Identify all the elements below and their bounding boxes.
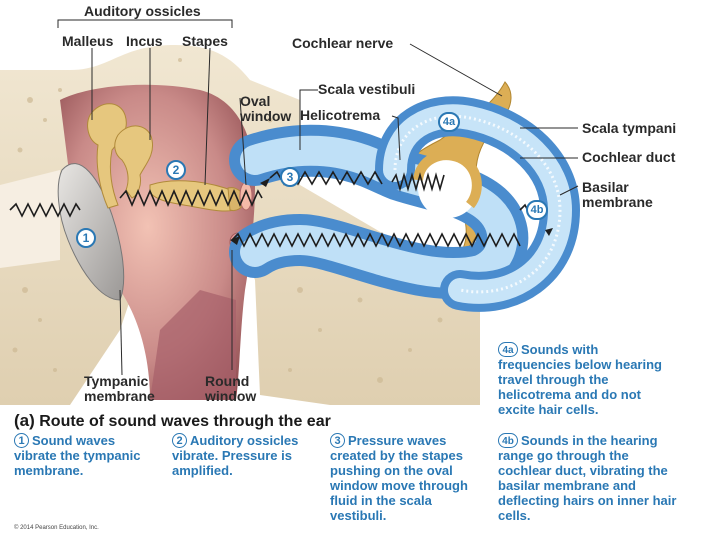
step-2-line3: amplified. (172, 463, 332, 478)
part-title-letter: (a) (14, 411, 35, 430)
label-round-window-line1: Round (205, 374, 256, 389)
step-1-line3: membrane. (14, 463, 174, 478)
step-4a-line3: travel through the (498, 372, 713, 387)
step-2-line1: Auditory ossicles (190, 433, 298, 448)
step-4b-number: 4b (498, 433, 518, 448)
step-4a-line1: Sounds with (521, 342, 598, 357)
ear-canal (0, 170, 60, 268)
step-4b-line4: basilar membrane and (498, 478, 716, 493)
step-3-line3: pushing on the oval (330, 463, 495, 478)
label-scala-tympani: Scala tympani (582, 121, 676, 136)
marker-step-2: 2 (166, 160, 186, 180)
label-round-window: Round window (205, 374, 256, 404)
step-4b-line6: cells. (498, 508, 716, 523)
step-1-line2: vibrate the tympanic (14, 448, 174, 463)
step-3-number: 3 (330, 433, 345, 448)
step-4b-line1: Sounds in the hearing (521, 433, 658, 448)
oval-window-shape (240, 182, 252, 210)
label-tympanic-line1: Tympanic (84, 374, 155, 389)
part-title: (a) Route of sound waves through the ear (14, 411, 331, 431)
label-round-window-line2: window (205, 389, 256, 404)
label-helicotrema: Helicotrema (300, 108, 380, 123)
marker-step-4b: 4b (526, 200, 548, 220)
label-incus: Incus (126, 34, 163, 49)
label-auditory-ossicles: Auditory ossicles (84, 4, 201, 19)
label-oval-window-line1: Oval (240, 94, 291, 109)
step-2-number: 2 (172, 433, 187, 448)
label-stapes: Stapes (182, 34, 228, 49)
label-basilar-line2: membrane (582, 195, 653, 210)
step-3-line2: created by the stapes (330, 448, 495, 463)
marker-step-1: 1 (76, 228, 96, 248)
step-4a-line4: helicotrema and do not (498, 387, 713, 402)
label-scala-vestibuli: Scala vestibuli (318, 82, 415, 97)
label-tympanic-membrane: Tympanic membrane (84, 374, 155, 404)
step-4a-number: 4a (498, 342, 518, 357)
step-3-line5: fluid in the scala (330, 493, 495, 508)
part-title-text: Route of sound waves through the ear (39, 413, 331, 430)
step-3-line1: Pressure waves (348, 433, 446, 448)
step-4a-line5: excite hair cells. (498, 402, 713, 417)
copyright: © 2014 Pearson Education, Inc. (14, 525, 99, 531)
step-4b-line5: deflecting hairs on inner hair (498, 493, 716, 508)
step-1-line1: Sound waves (32, 433, 115, 448)
step-4a-line2: frequencies below hearing (498, 357, 713, 372)
label-oval-window: Oval window (240, 94, 291, 124)
step-1-number: 1 (14, 433, 29, 448)
step-4b-line2: range go through the (498, 448, 716, 463)
label-basilar-membrane: Basilar membrane (582, 180, 653, 210)
label-malleus: Malleus (62, 34, 113, 49)
label-tympanic-line2: membrane (84, 389, 155, 404)
label-basilar-line1: Basilar (582, 180, 653, 195)
step-3-line6: vestibuli. (330, 508, 495, 523)
label-cochlear-nerve: Cochlear nerve (292, 36, 393, 51)
label-cochlear-duct: Cochlear duct (582, 150, 675, 165)
marker-step-4a: 4a (438, 112, 460, 132)
step-3-line4: window move through (330, 478, 495, 493)
label-oval-window-line2: window (240, 109, 291, 124)
marker-step-3: 3 (280, 167, 300, 187)
step-4b-line3: cochlear duct, vibrating the (498, 463, 716, 478)
step-2-line2: vibrate. Pressure is (172, 448, 332, 463)
